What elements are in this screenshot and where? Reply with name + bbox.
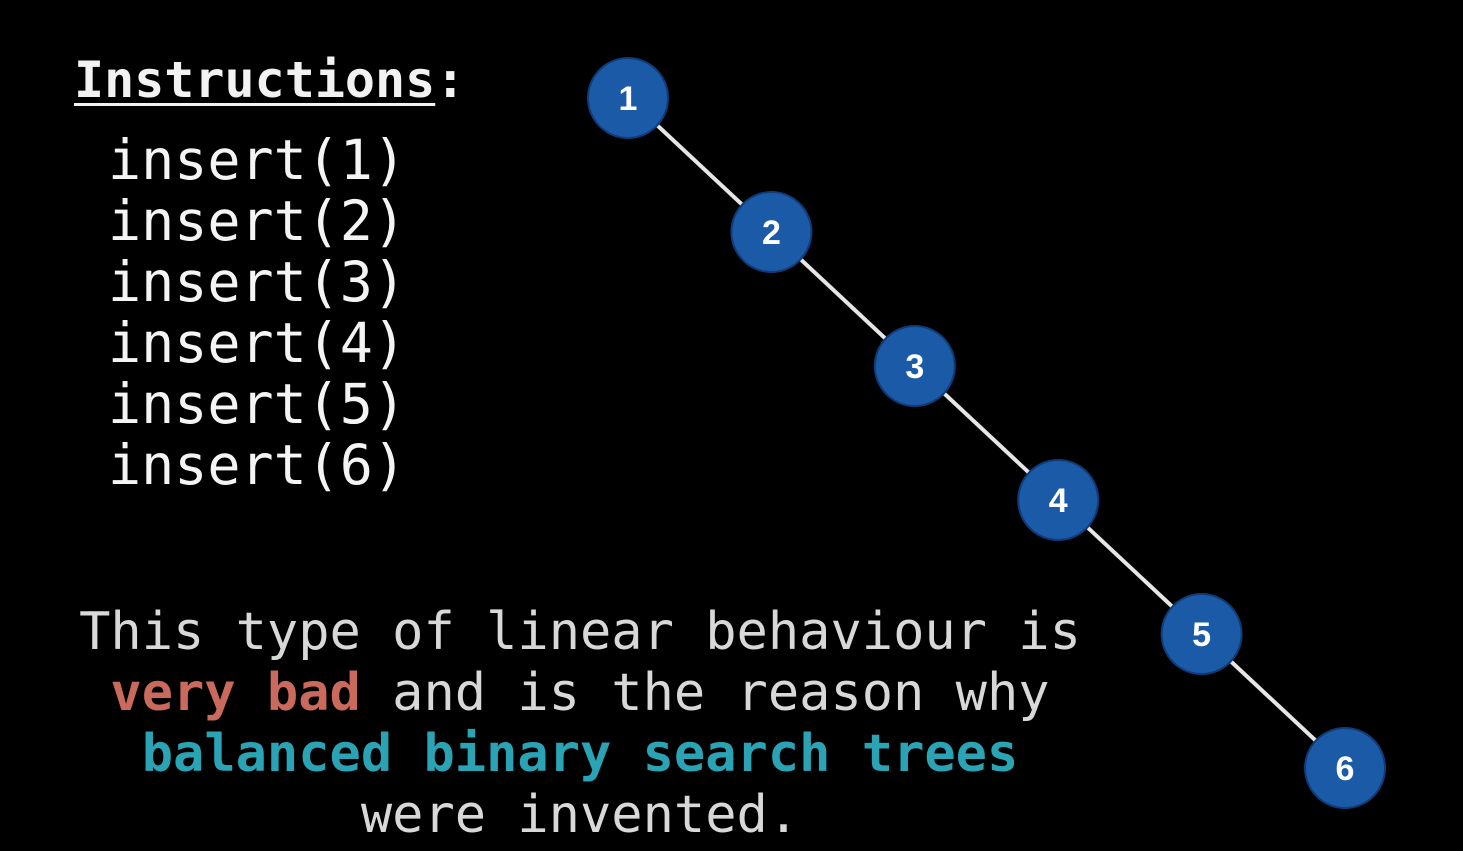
tree-node-1: 1 <box>587 57 669 139</box>
balanced-bst-highlight: balanced binary search trees <box>141 724 1019 784</box>
tree-nodes: 1 2 3 4 5 6 <box>587 57 1386 809</box>
caption-line-2: very bad and is the reason why <box>0 663 1160 724</box>
tree-node-circle <box>587 57 669 139</box>
caption-line-4: were invented. <box>360 785 800 845</box>
tree-node-3: 3 <box>873 325 956 407</box>
instruction-item: insert(2) <box>108 189 407 253</box>
instructions-heading-text: Instructions <box>74 51 436 109</box>
tree-node-6: 6 <box>1304 727 1386 809</box>
tree-node-label: 4 <box>1049 482 1068 520</box>
tree-node-label: 6 <box>1336 750 1355 788</box>
caption-line-2-rest: and is the reason why <box>360 663 1050 723</box>
instruction-item: insert(1) <box>108 128 407 192</box>
very-bad-highlight: very bad <box>110 663 361 723</box>
tree-node-circle <box>730 191 813 273</box>
tree-node-4: 4 <box>1017 459 1100 541</box>
instruction-item: insert(6) <box>108 433 407 497</box>
instructions-heading: Instructions: <box>74 50 465 110</box>
tree-node-circle <box>1017 459 1100 541</box>
caption-line-3: balanced binary search trees <box>0 724 1160 785</box>
tree-node-label: 5 <box>1192 616 1211 654</box>
instruction-item: insert(4) <box>108 311 407 375</box>
instruction-item: insert(3) <box>108 250 407 314</box>
instruction-list: insert(1) insert(2) insert(3) insert(4) … <box>108 130 406 496</box>
tree-node-label: 2 <box>762 214 781 252</box>
caption: This type of linear behaviour is very ba… <box>0 602 1160 846</box>
tree-node-2: 2 <box>730 191 813 273</box>
instruction-item: insert(5) <box>108 372 407 436</box>
tree-node-label: 3 <box>905 348 924 386</box>
tree-node-circle <box>1304 727 1386 809</box>
tree-node-label: 1 <box>619 80 638 118</box>
tree-node-circle <box>873 325 956 407</box>
tree-node-5: 5 <box>1160 593 1243 675</box>
instructions-heading-colon: : <box>435 51 466 109</box>
tree-node-circle <box>1160 593 1243 675</box>
caption-line-1: This type of linear behaviour is <box>79 602 1081 662</box>
